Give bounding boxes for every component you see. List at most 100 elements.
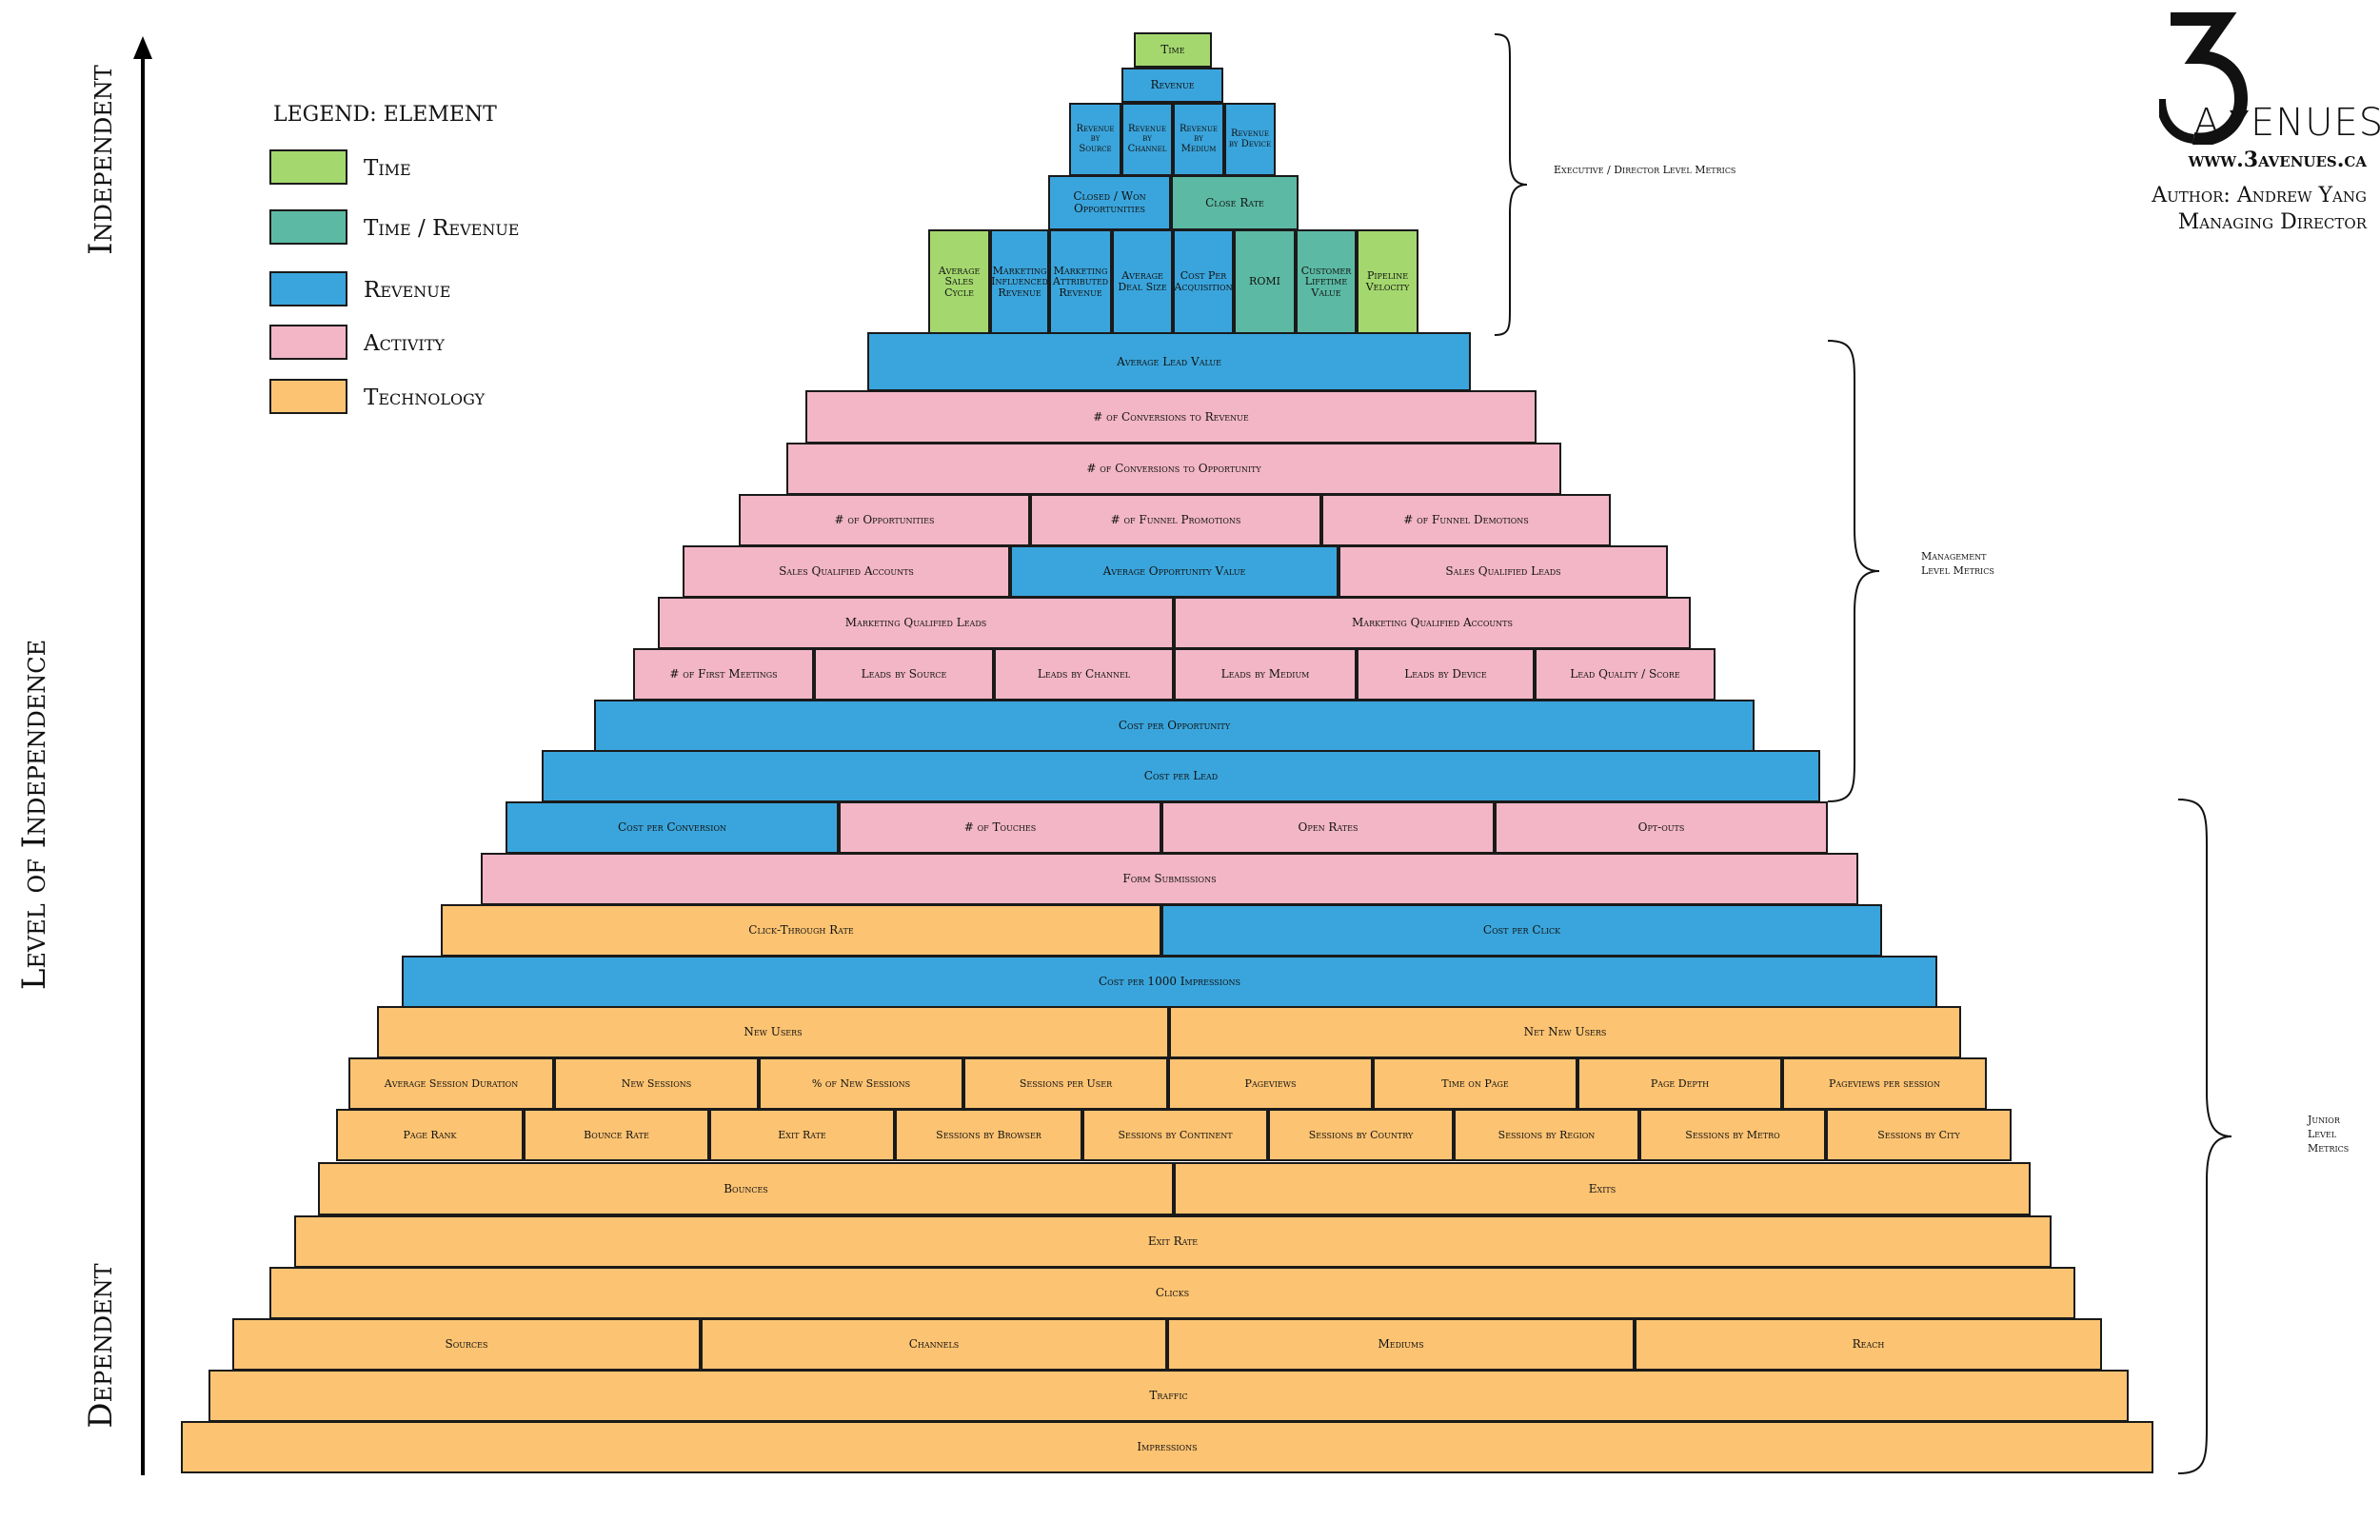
logo-3avenues-icon: A ENUES (2159, 12, 2380, 145)
metric-cost-per-1000-impressions: Cost per 1000 Impressions (402, 956, 1937, 1008)
axis-bottom-label: Dependent (82, 1263, 120, 1429)
metric-of-first-meetings: # of First Meetings (633, 648, 814, 701)
svg-text:ENUES: ENUES (2251, 101, 2380, 145)
metric-sources: Sources (232, 1318, 701, 1371)
metric-customer-lifetime-value: Customer Lifetime Value (1296, 229, 1357, 334)
metric-revenue-by-channel: Revenue by Channel (1121, 103, 1173, 176)
svg-text:A: A (2193, 101, 2220, 145)
axis-top-label: Independent (82, 65, 120, 255)
bracket-label-management: Management Level Metrics (1921, 550, 1994, 577)
legend-label-time: Time (364, 156, 411, 181)
brand-role: Managing Director (2177, 210, 2367, 234)
metric-average-opportunity-value: Average Opportunity Value (1010, 545, 1339, 598)
metric-pageviews-per-session: Pageviews per session (1782, 1057, 1987, 1110)
metric-sessions-by-browser: Sessions by Browser (895, 1109, 1082, 1161)
bracket-junior (2177, 799, 2232, 1474)
metric-of-opportunities: # of Opportunities (739, 494, 1030, 546)
metric-opt-outs: Opt-outs (1495, 801, 1828, 854)
axis-arrow-icon (133, 36, 152, 59)
metric-average-session-duration: Average Session Duration (348, 1057, 554, 1110)
metric-reach: Reach (1635, 1318, 2102, 1371)
metric-open-rates: Open Rates (1161, 801, 1495, 854)
metric-average-deal-size: Average Deal Size (1112, 229, 1173, 334)
metric-page-rank: Page Rank (336, 1109, 524, 1161)
metric-traffic: Traffic (208, 1370, 2129, 1422)
metric-channels: Channels (701, 1318, 1167, 1371)
metric-marketing-influenced-revenue: Marketing Influenced Revenue (990, 229, 1049, 334)
metric-of-conversions-to-revenue: # of Conversions to Revenue (805, 390, 1537, 444)
metric-new-users: New Users (377, 1006, 1169, 1058)
metric-revenue: Revenue (1121, 68, 1223, 103)
metric-leads-by-medium: Leads by Medium (1174, 648, 1357, 701)
metric-marketing-qualified-leads: Marketing Qualified Leads (658, 597, 1174, 649)
metric-new-sessions: New Sessions (554, 1057, 759, 1110)
brand-website: www.3avenues.ca (2188, 148, 2367, 172)
metric-pipeline-velocity: Pipeline Velocity (1357, 229, 1418, 334)
metric-marketing-qualified-accounts: Marketing Qualified Accounts (1174, 597, 1691, 649)
metric-sessions-by-metro: Sessions by Metro (1639, 1109, 1826, 1161)
legend-label-activity: Activity (364, 331, 445, 356)
metric-sessions-by-continent: Sessions by Continent (1082, 1109, 1268, 1161)
metric-exit-rate: Exit Rate (294, 1215, 2052, 1268)
metric-of-conversions-to-opportunity: # of Conversions to Opportunity (786, 443, 1561, 495)
bracket-label-executive: Executive / Director Level Metrics (1554, 164, 1736, 176)
bracket-executive (1494, 33, 1528, 336)
metric-of-funnel-demotions: # of Funnel Demotions (1321, 494, 1611, 546)
metric-romi: ROMI (1234, 229, 1296, 334)
metric-sales-qualified-accounts: Sales Qualified Accounts (683, 545, 1010, 598)
bracket-label-junior: Junior Level Metrics (2308, 1114, 2350, 1155)
metric-page-depth: Page Depth (1577, 1057, 1782, 1110)
independence-axis-line (141, 55, 145, 1475)
metric-leads-by-source: Leads by Source (814, 648, 994, 701)
metric-impressions: Impressions (181, 1421, 2153, 1473)
legend-swatch-time-revenue (269, 209, 347, 245)
metric-sessions-per-user: Sessions per User (963, 1057, 1168, 1110)
metric-revenue-by-device: Revenue by Device (1224, 103, 1276, 176)
metric-leads-by-channel: Leads by Channel (994, 648, 1174, 701)
legend-swatch-technology (269, 379, 347, 414)
metric-exit-rate: Exit Rate (709, 1109, 895, 1161)
metric-form-submissions: Form Submissions (481, 853, 1858, 905)
metric-leads-by-device: Leads by Device (1357, 648, 1535, 701)
legend-title: LEGEND: ELEMENT (273, 103, 497, 127)
metric-bounce-rate: Bounce Rate (524, 1109, 709, 1161)
metric-of-new-sessions: % of New Sessions (759, 1057, 963, 1110)
metric-pageviews: Pageviews (1168, 1057, 1373, 1110)
metric-clicks: Clicks (269, 1267, 2075, 1319)
metric-cost-per-lead: Cost per Lead (542, 750, 1820, 802)
metric-marketing-attributed-revenue: Marketing Attributed Revenue (1049, 229, 1112, 334)
legend-swatch-activity (269, 325, 347, 360)
metric-revenue-by-medium: Revenue by Medium (1173, 103, 1224, 176)
legend-swatch-time (269, 149, 347, 185)
metric-sessions-by-region: Sessions by Region (1454, 1109, 1639, 1161)
metric-lead-quality-score: Lead Quality / Score (1535, 648, 1716, 701)
brand-author: Author: Andrew Yang (2152, 184, 2367, 207)
metric-of-funnel-promotions: # of Funnel Promotions (1030, 494, 1321, 546)
metric-sessions-by-country: Sessions by Country (1268, 1109, 1454, 1161)
metric-cost-per-click: Cost per Click (1161, 904, 1882, 957)
metric-of-touches: # of Touches (839, 801, 1161, 854)
axis-title: Level of Independence (15, 639, 53, 991)
legend-label-technology: Technology (364, 385, 486, 410)
metric-average-sales-cycle: Average Sales Cycle (928, 229, 990, 334)
metric-revenue-by-source: Revenue by Source (1069, 103, 1121, 176)
metric-mediums: Mediums (1167, 1318, 1635, 1371)
metric-closed-won-opportunities: Closed / Won Opportunities (1048, 175, 1171, 230)
metric-click-through-rate: Click-Through Rate (441, 904, 1161, 957)
metric-net-new-users: Net New Users (1169, 1006, 1961, 1058)
metric-time: Time (1134, 32, 1212, 68)
metric-cost-per-acquisition: Cost Per Acquisition (1173, 229, 1234, 334)
metric-cost-per-conversion: Cost per Conversion (506, 801, 839, 854)
legend-label-time-revenue: Time / Revenue (364, 216, 520, 241)
bracket-management (1827, 340, 1880, 802)
metric-cost-per-opportunity: Cost per Opportunity (594, 700, 1755, 752)
legend-label-revenue: Revenue (364, 278, 451, 303)
metric-sales-qualified-leads: Sales Qualified Leads (1339, 545, 1668, 598)
metric-close-rate: Close Rate (1171, 175, 1299, 230)
metric-time-on-page: Time on Page (1373, 1057, 1577, 1110)
metric-average-lead-value: Average Lead Value (867, 332, 1471, 391)
metric-sessions-by-city: Sessions by City (1826, 1109, 2012, 1161)
metric-exits: Exits (1174, 1162, 2031, 1215)
legend-swatch-revenue (269, 271, 347, 306)
metric-bounces: Bounces (318, 1162, 1174, 1215)
